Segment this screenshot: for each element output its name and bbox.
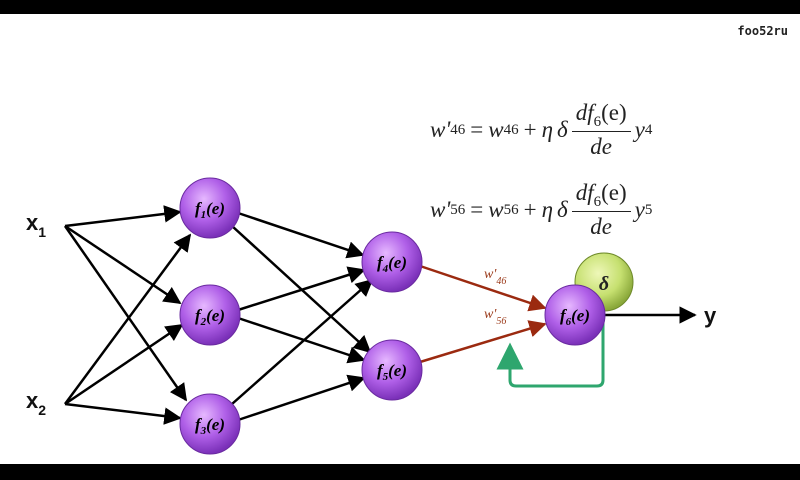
svg-text:f3(e): f3(e) bbox=[195, 415, 225, 437]
svg-text:f5(e): f5(e) bbox=[377, 361, 407, 383]
top-letterbox-bar bbox=[0, 0, 800, 14]
input-x2-label: x2 bbox=[26, 388, 46, 418]
edge-x1-f3 bbox=[63, 225, 188, 402]
edge-f4-f6 bbox=[419, 264, 547, 312]
neuron-f1: f1(e) bbox=[179, 177, 241, 239]
watermark: foo52ru bbox=[737, 24, 788, 38]
edge-x2-f1 bbox=[63, 233, 192, 405]
edge-f3-f4 bbox=[231, 278, 374, 405]
svg-text:f4(e): f4(e) bbox=[377, 253, 407, 275]
edge-f5-f6 bbox=[419, 320, 547, 364]
edge-f2-f5 bbox=[237, 316, 366, 364]
edge-f1-f4 bbox=[237, 211, 365, 259]
output-y-label: y bbox=[704, 303, 717, 328]
weight-label-46: w'46 bbox=[484, 267, 506, 287]
neuron-f3: f3(e) bbox=[179, 393, 241, 455]
edge-f3-f5 bbox=[237, 374, 366, 422]
bottom-letterbox-bar bbox=[0, 464, 800, 480]
edge-f2-f4 bbox=[237, 266, 366, 312]
edge-x2-f3 bbox=[64, 402, 182, 425]
delta-symbol: δ bbox=[599, 273, 609, 295]
neuron-f4: f4(e) bbox=[361, 231, 423, 293]
weight-label-56: w'56 bbox=[484, 307, 506, 327]
neuron-f5: f5(e) bbox=[361, 339, 423, 401]
svg-text:f2(e): f2(e) bbox=[195, 306, 225, 328]
edge-x1-f1 bbox=[64, 205, 182, 228]
edge-x1-f2 bbox=[64, 224, 182, 305]
error-feedback-arrow bbox=[496, 322, 605, 388]
neuron-f6: f6(e) bbox=[544, 284, 606, 346]
svg-text:f6(e): f6(e) bbox=[560, 306, 590, 328]
input-x1-label: x1 bbox=[26, 210, 46, 240]
neuron-f2: f2(e) bbox=[179, 284, 241, 346]
svg-text:f1(e): f1(e) bbox=[195, 199, 225, 221]
edge-x2-f2 bbox=[64, 323, 184, 406]
